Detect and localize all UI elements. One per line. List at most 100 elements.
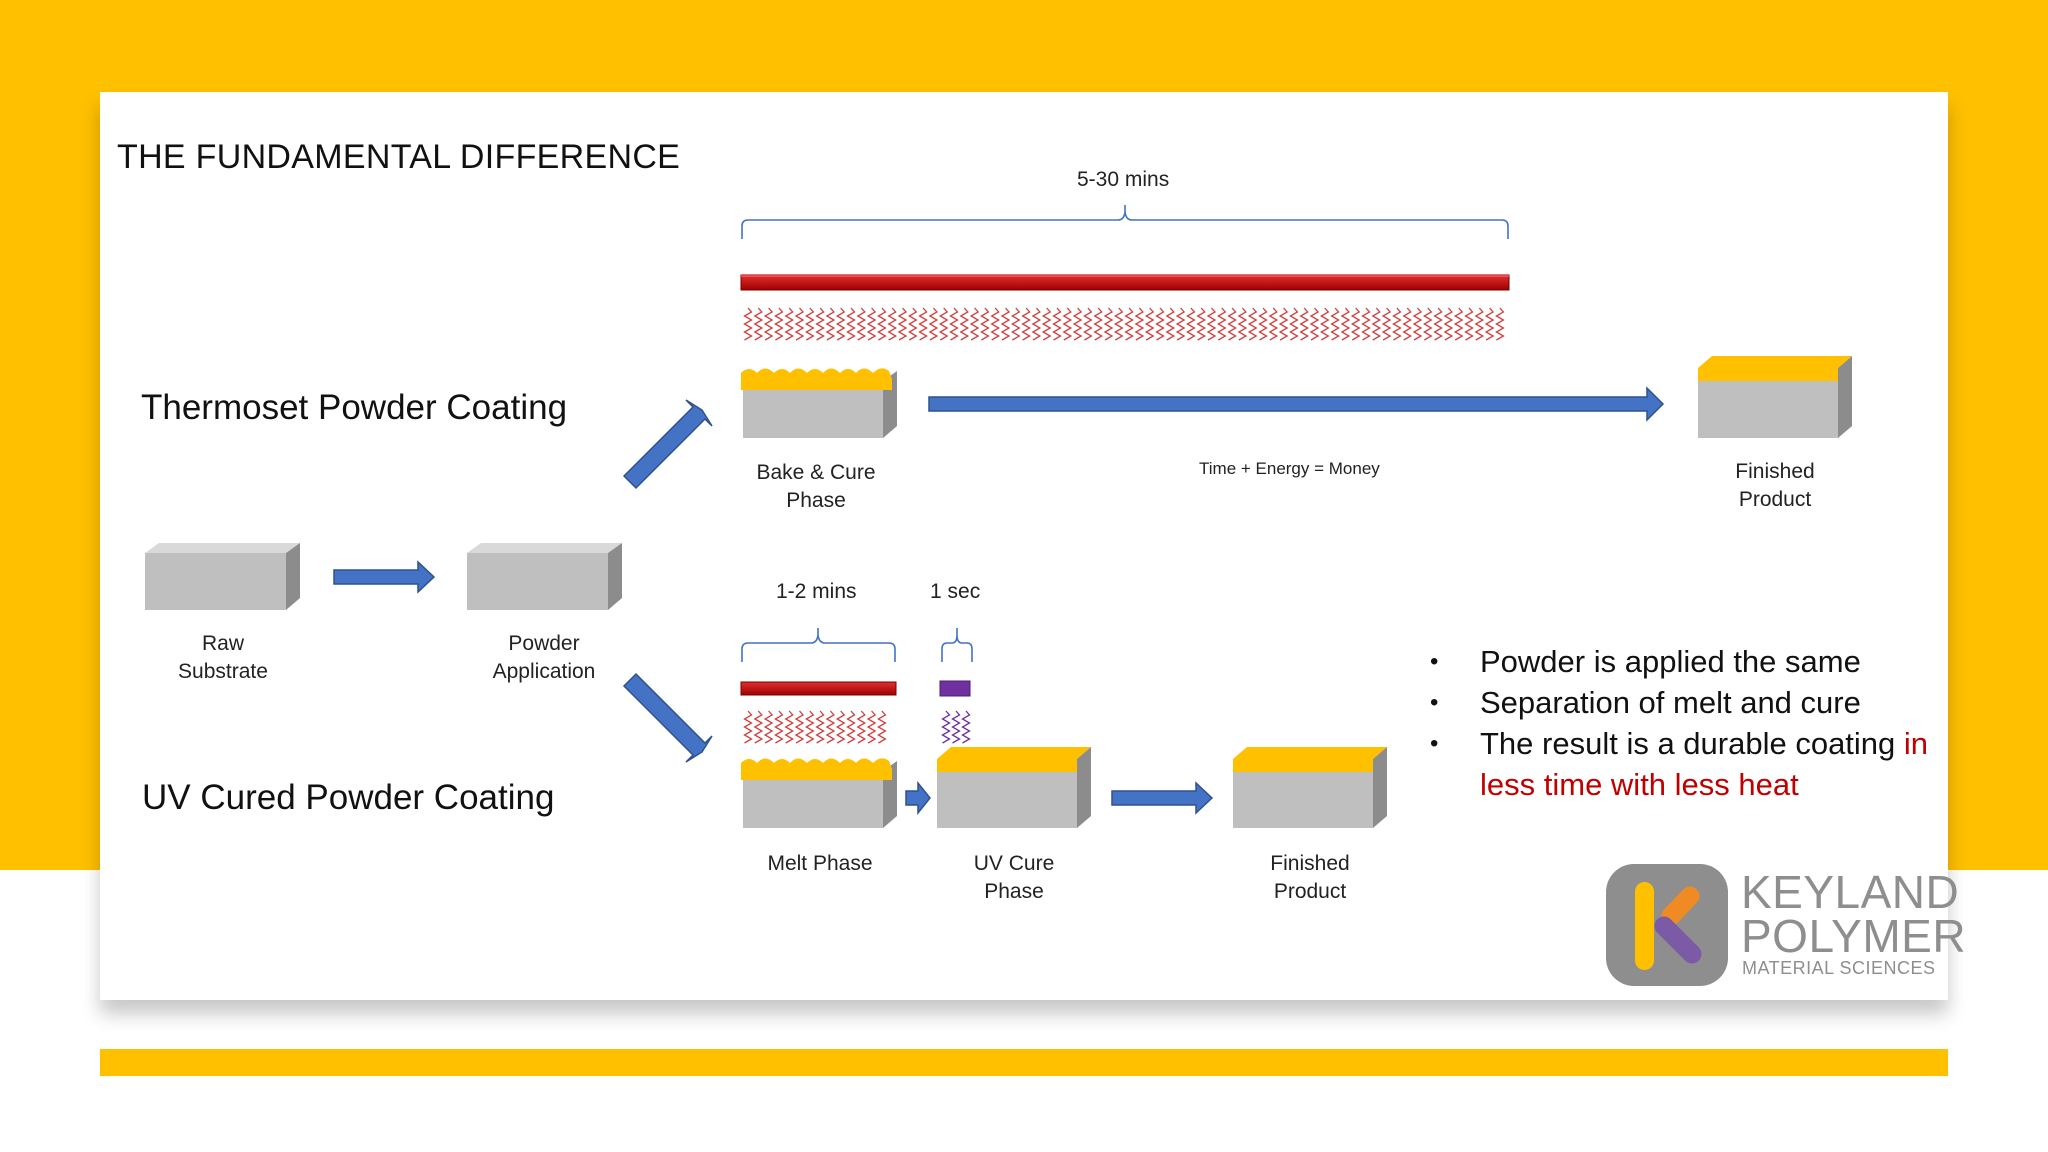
powder-application-block [467, 543, 622, 610]
heat-wave-icon [1464, 307, 1474, 341]
arrow-uv-to-finished [1111, 781, 1214, 815]
heat-wave-icon [1330, 307, 1340, 341]
heat-wave-icon [1392, 307, 1402, 341]
powder-application-label: Powder Application [492, 632, 596, 683]
heat-wave-icon [1350, 307, 1361, 341]
heat-wave-icon [743, 710, 753, 744]
bake-cure-block [741, 368, 897, 438]
heat-wave-icon [794, 710, 805, 744]
heat-wave-icon [1309, 307, 1320, 341]
duration-melt: 1-2 mins [776, 580, 857, 603]
heat-wave-icon [856, 307, 867, 341]
heat-wave-icon [1021, 307, 1031, 341]
brace-uv [941, 628, 973, 662]
heat-waves-long [743, 307, 1505, 341]
heat-wave-icon [1144, 307, 1155, 341]
bullet-text: Powder is applied the same [1480, 644, 1861, 679]
timeline-note: Time + Energy = Money [1199, 459, 1380, 478]
arrow-application-to-uv [622, 672, 713, 763]
keyland-logo-icon [1606, 864, 1728, 986]
heat-wave-icon [825, 710, 836, 744]
heat-wave-icon [1495, 307, 1505, 341]
heat-wave-icon [856, 710, 867, 744]
heat-wave-icon [1319, 307, 1330, 341]
raw-substrate-block [145, 543, 300, 610]
heat-wave-icon [1216, 307, 1227, 341]
heat-wave-icon [774, 710, 784, 744]
heat-wave-icon [784, 710, 795, 744]
heat-wave-icon [1134, 307, 1145, 341]
heat-wave-icon [1072, 307, 1083, 341]
heat-waves-short [743, 710, 887, 744]
heat-wave-icon [763, 710, 774, 744]
melt-phase-block [741, 758, 897, 828]
uv-section-title: UV Cured Powder Coating [142, 778, 555, 817]
duration-uv: 1 sec [930, 580, 981, 603]
heat-wave-icon [1062, 307, 1073, 341]
heat-wave-icon [804, 307, 815, 341]
heat-wave-icon [835, 710, 846, 744]
heat-wave-icon [941, 710, 951, 744]
heat-wave-icon [1443, 307, 1454, 341]
bullet-dot-icon: • [1430, 730, 1439, 757]
heat-wave-icon [928, 307, 939, 341]
heat-wave-icon [1237, 307, 1248, 341]
heat-wave-icon [794, 307, 805, 341]
brace-melt [741, 628, 896, 662]
heat-wave-icon [774, 307, 784, 341]
brace-thermoset [741, 205, 1509, 239]
heat-lamp-long [740, 274, 1510, 291]
heat-wave-icon [1278, 307, 1289, 341]
heat-wave-icon [1227, 307, 1237, 341]
heat-wave-icon [1175, 307, 1186, 341]
heat-wave-icon [1412, 307, 1423, 341]
heat-wave-icon [1258, 307, 1268, 341]
heat-wave-icon [1010, 307, 1021, 341]
finished-product-label-bottom: Finished Product [1270, 852, 1350, 903]
finished-product-block-bottom [1233, 747, 1387, 828]
heat-wave-icon [1433, 307, 1443, 341]
bullet-highlight-text: in less time with less heat [1480, 726, 1929, 802]
slide-card [100, 92, 1948, 1000]
heat-wave-icon [1000, 307, 1011, 341]
logo-keyland: KEYLAND [1741, 866, 1960, 918]
heat-wave-icon [1453, 307, 1464, 341]
heat-wave-icon [1371, 307, 1382, 341]
uv-lamp [939, 680, 971, 697]
heat-wave-icon [1247, 307, 1258, 341]
melt-phase-label: Melt Phase [767, 852, 873, 875]
heat-wave-icon [1289, 307, 1299, 341]
heat-wave-icon [1093, 307, 1104, 341]
heat-wave-icon [897, 307, 908, 341]
key-points-list: •Powder is applied the same •Separation … [1422, 641, 1942, 805]
heat-wave-icon [763, 307, 774, 341]
duration-thermoset: 5-30 mins [1077, 168, 1170, 191]
heat-wave-icon [1165, 307, 1176, 341]
heat-wave-icon [959, 307, 970, 341]
heat-wave-icon [866, 307, 877, 341]
yellow-footer-strip [100, 1049, 1948, 1076]
heat-wave-icon [846, 307, 856, 341]
heat-wave-icon [907, 307, 918, 341]
heat-wave-icon [1361, 307, 1371, 341]
heat-wave-icon [1484, 307, 1495, 341]
bullet-text: The result is a durable coating [1480, 726, 1904, 761]
uv-cure-block [937, 747, 1091, 828]
bullet-dot-icon: • [1430, 689, 1439, 716]
heat-wave-icon [1299, 307, 1310, 341]
heat-wave-icon [743, 307, 753, 341]
heat-wave-icon [877, 307, 887, 341]
heat-wave-icon [949, 307, 959, 341]
heat-wave-icon [1186, 307, 1196, 341]
heat-wave-icon [1422, 307, 1433, 341]
heat-wave-icon [825, 307, 836, 341]
slide-title: THE FUNDAMENTAL DIFFERENCE [117, 138, 681, 176]
heat-wave-icon [969, 307, 980, 341]
logo-polymer: POLYMER [1741, 910, 1967, 962]
heat-wave-icon [951, 710, 961, 744]
heat-wave-icon [1196, 307, 1207, 341]
heat-wave-icon [990, 307, 1001, 341]
thermoset-section-title: Thermoset Powder Coating [141, 388, 568, 427]
heat-wave-icon [784, 307, 795, 341]
